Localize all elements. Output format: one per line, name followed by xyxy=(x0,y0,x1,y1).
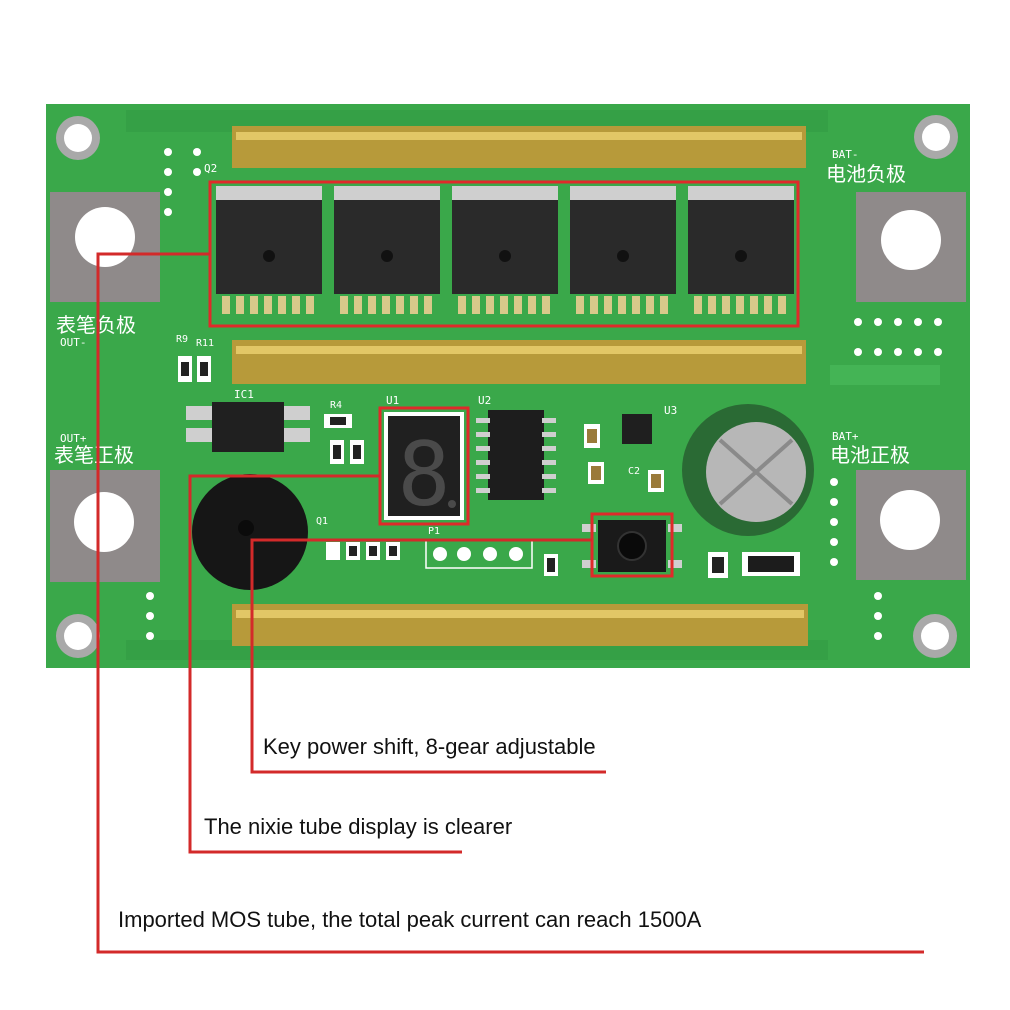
mosfet-4 xyxy=(570,186,676,314)
label-ic1: IC1 xyxy=(234,388,254,401)
callout-nixie-display: The nixie tube display is clearer xyxy=(204,814,513,839)
label-out-plus: OUT+ xyxy=(60,432,87,445)
label-p1: P1 xyxy=(428,526,440,537)
button-highlight-box xyxy=(590,512,674,578)
label-out-minus: OUT- xyxy=(60,336,87,349)
callout-line-mosfet xyxy=(96,252,924,954)
label-r4: R4 xyxy=(330,400,342,411)
seven-segment-display: 8 xyxy=(384,412,464,526)
mounting-holes xyxy=(56,115,958,658)
label-bat-minus: BAT- xyxy=(832,148,859,161)
mosfet-1 xyxy=(216,186,322,314)
label-r11: R11 xyxy=(196,338,214,349)
label-c2: C2 xyxy=(628,466,640,477)
ic1-chip xyxy=(186,402,310,452)
mosfet-3 xyxy=(452,186,558,314)
display-highlight-box xyxy=(378,406,470,526)
header-p1 xyxy=(425,539,533,569)
label-u3: U3 xyxy=(664,404,677,417)
terminal-pads xyxy=(50,192,966,582)
u2-chip xyxy=(476,410,556,500)
label-bat-plus: BAT+ xyxy=(832,430,859,443)
label-u1: U1 xyxy=(386,394,399,407)
mosfet-5 xyxy=(688,186,794,314)
label-q2: Q2 xyxy=(204,162,217,175)
callout-line-button xyxy=(250,538,606,774)
label-out-plus-cn: 表笔正极 xyxy=(54,443,134,467)
mosfet-row xyxy=(216,186,794,314)
callout-mos-tube: Imported MOS tube, the total peak curren… xyxy=(118,907,702,932)
mosfet-2 xyxy=(334,186,440,314)
callout-line-display xyxy=(188,474,462,854)
via-dots xyxy=(146,148,942,640)
callout-lines xyxy=(96,252,924,954)
capacitor xyxy=(682,404,814,536)
callout-key-power-shift: Key power shift, 8-gear adjustable xyxy=(263,734,596,759)
label-u2: U2 xyxy=(478,394,491,407)
label-bat-minus-cn: 电池负极 xyxy=(826,162,906,186)
label-r9: R9 xyxy=(176,334,188,345)
copper-bus-bars xyxy=(232,126,808,646)
push-button xyxy=(582,520,682,572)
label-q1: Q1 xyxy=(316,516,328,527)
label-bat-plus-cn: 电池正极 xyxy=(830,443,910,467)
display-digit: 8 xyxy=(398,423,451,526)
smd-components xyxy=(178,356,800,578)
silkscreen-labels: BAT- 电池负极 BAT+ 电池正极 表笔负极 OUT- OUT+ 表笔正极 … xyxy=(54,148,910,537)
buzzer xyxy=(192,474,308,590)
label-out-minus-cn: 表笔负极 xyxy=(56,313,136,337)
